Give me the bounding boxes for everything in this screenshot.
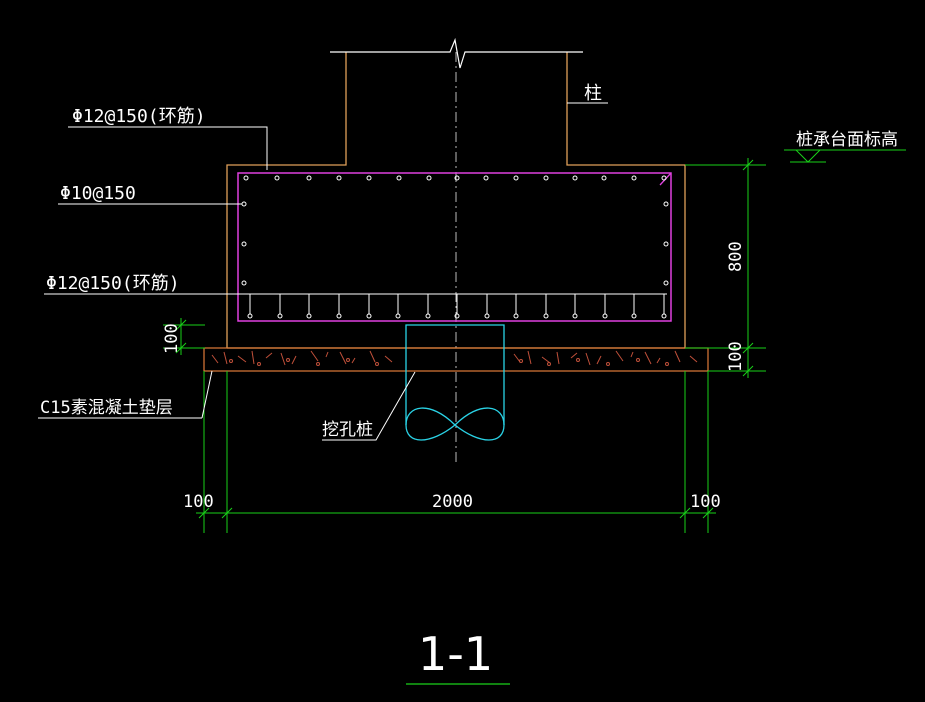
top-rebar-dots	[243, 175, 667, 181]
label-rebar-ring-top: Φ12@150(环筋)	[72, 106, 206, 127]
cushion-layer	[203, 347, 709, 372]
label-cap-top-elevation: 桩承台面标高	[796, 130, 898, 150]
side-rebar-dots	[241, 201, 669, 286]
label-cushion: C15素混凝土垫层	[40, 398, 173, 418]
section-title: 1-1	[418, 627, 493, 681]
dim-overhang-right: 100	[690, 492, 721, 512]
dim-cap-width: 2000	[432, 492, 473, 512]
pile	[405, 324, 505, 441]
dim-cushion-right: 100	[726, 341, 746, 372]
dimension-lines	[163, 149, 906, 533]
label-rebar-side: Φ10@150	[60, 183, 136, 204]
label-rebar-ring-bottom: Φ12@150(环筋)	[46, 273, 180, 294]
dim-cushion-left: 100	[162, 323, 182, 354]
label-column: 柱	[584, 83, 602, 104]
rebar-cage	[237, 172, 672, 322]
dim-cap-height: 800	[726, 241, 746, 272]
label-pile: 挖孔桩	[322, 420, 373, 440]
dim-overhang-left: 100	[183, 492, 214, 512]
break-line	[330, 37, 583, 69]
bottom-rebar	[244, 293, 667, 319]
leader-lines	[38, 102, 608, 441]
